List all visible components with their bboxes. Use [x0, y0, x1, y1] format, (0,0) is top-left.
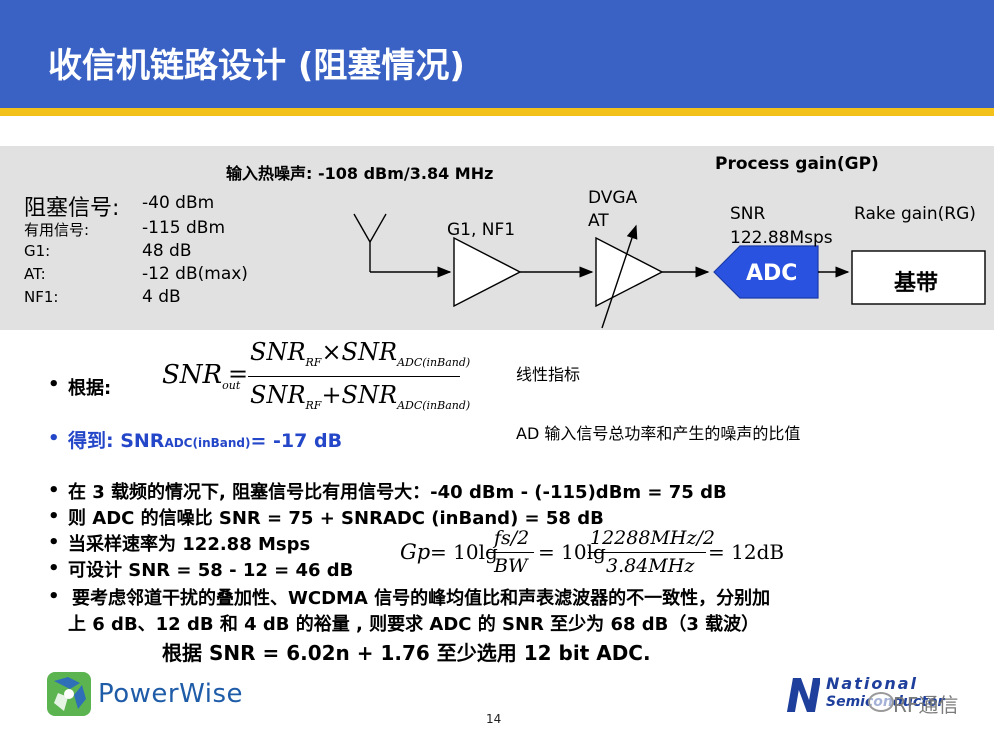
formula-den-b-sub: ADC(inBand) — [397, 398, 471, 412]
antenna-icon — [353, 213, 387, 272]
dvga-label: DVGA — [588, 188, 638, 208]
bullet-item-line2: 上 6 dB、12 dB 和 4 dB 的裕量 , 则要求 ADC 的 SNR … — [68, 614, 760, 635]
snr-label: SNR — [730, 204, 766, 224]
param-label: 有用信号: — [24, 221, 90, 239]
param-value: -40 dBm — [142, 193, 215, 213]
title-bar — [0, 0, 994, 108]
param-label: 阻塞信号: — [24, 196, 120, 221]
linear-note: 线性指标 — [516, 365, 581, 384]
g1-amplifier — [453, 236, 522, 308]
basis-label: 根据: — [68, 378, 112, 399]
param-value: -115 dBm — [142, 218, 225, 238]
bullet-item: 在 3 载频的情况下, 阻塞信号比有用信号大：-40 dBm - (-115)d… — [68, 482, 727, 503]
gp-frac1-num: fs/2 — [494, 527, 530, 549]
result-value: = -17 dB — [250, 430, 343, 452]
national-semiconductor-logo-icon — [786, 678, 820, 712]
title-bar-stripe — [0, 108, 994, 116]
gp-eq3: = 12dB — [708, 540, 785, 564]
bullet-dot: • — [48, 480, 60, 501]
powerwise-logo-icon — [47, 672, 91, 716]
bullet-item: 可设计 SNR = 58 - 12 = 46 dB — [68, 560, 354, 581]
slide-title: 收信机链路设计 (阻塞情况) — [48, 46, 465, 86]
dvga-amplifier — [595, 236, 664, 308]
param-value: -12 dB(max) — [142, 264, 248, 284]
ns-text-national: National — [826, 674, 918, 693]
powerwise-logo-text: PowerWise — [98, 679, 244, 709]
gp-eq1: = 10lg — [430, 540, 498, 564]
gp-frac2-den: 3.84MHz — [606, 555, 695, 577]
bullet-dot: • — [48, 374, 60, 395]
process-gain-label: Process gain(GP) — [715, 154, 879, 174]
bullet-dot: • — [48, 428, 60, 449]
param-label: NF1: — [24, 288, 59, 306]
gp-frac2-num: 12288MHz/2 — [590, 527, 715, 549]
param-value: 4 dB — [142, 287, 181, 307]
formula-num-b: SNR — [341, 338, 398, 366]
formula-den-a-sub: RF — [305, 398, 322, 412]
ad-note: AD 输入信号总功率和产生的噪声的比值 — [516, 424, 801, 443]
formula-lhs: SNR — [162, 360, 223, 390]
formula-num-op: × — [321, 338, 342, 366]
param-value: 48 dB — [142, 241, 192, 261]
gp-frac2-bar — [588, 552, 706, 553]
formula-den-a: SNR — [250, 381, 306, 409]
page-number: 14 — [486, 712, 502, 726]
baseband-block — [851, 250, 986, 305]
formula-fraction-bar — [248, 376, 460, 377]
watermark-text: RF通信 — [893, 693, 959, 717]
gp-frac1-bar — [488, 552, 534, 553]
conclusion-line: 根据 SNR = 6.02n + 1.76 至少选用 12 bit ADC. — [162, 641, 651, 665]
bullet-dot: • — [48, 506, 60, 527]
bullet-dot: • — [48, 532, 60, 553]
adc-label: ADC — [746, 261, 798, 286]
formula-num-a: SNR — [250, 338, 306, 366]
bullet-dot: • — [48, 558, 60, 579]
formula-den-op: + — [321, 381, 342, 409]
param-label: AT: — [24, 265, 46, 283]
bullet-item: 当采样速率为 122.88 Msps — [68, 534, 311, 555]
formula-lhs-sub: out — [222, 379, 241, 393]
at-label: AT — [588, 211, 609, 231]
rake-gain-label: Rake gain(RG) — [854, 204, 976, 224]
bullet-dot: • — [48, 586, 60, 607]
formula-num-a-sub: RF — [305, 355, 322, 369]
baseband-label: 基带 — [894, 271, 939, 296]
signal-chain-diagram — [353, 213, 986, 329]
param-label: G1: — [24, 242, 51, 260]
sample-rate-label: 122.88Msps — [730, 228, 833, 248]
gp-frac1-den: BW — [494, 555, 528, 577]
result-prefix: 得到: SNR — [68, 430, 165, 452]
result-sub: ADC(inBand) — [164, 436, 251, 450]
wechat-icon — [868, 692, 894, 712]
bullet-item-line1: 要考虑邻道干扰的叠加性、WCDMA 信号的峰均值比和声表滤波器的不一致性，分别加 — [72, 588, 771, 609]
formula-den-b: SNR — [341, 381, 398, 409]
formula-num-b-sub: ADC(inBand) — [397, 355, 471, 369]
input-noise-label: 输入热噪声: -108 dBm/3.84 MHz — [226, 164, 494, 183]
result-line: 得到: SNRADC(inBand)= -17 dB — [68, 426, 342, 453]
bullet-item: 则 ADC 的信噪比 SNR = 75 + SNRADC (inBand) = … — [68, 508, 604, 529]
g1-label: G1, NF1 — [447, 220, 516, 240]
diagram-panel — [0, 146, 994, 330]
gp-lhs: Gp — [400, 540, 431, 564]
dvga-adjust-arrow — [601, 224, 638, 329]
